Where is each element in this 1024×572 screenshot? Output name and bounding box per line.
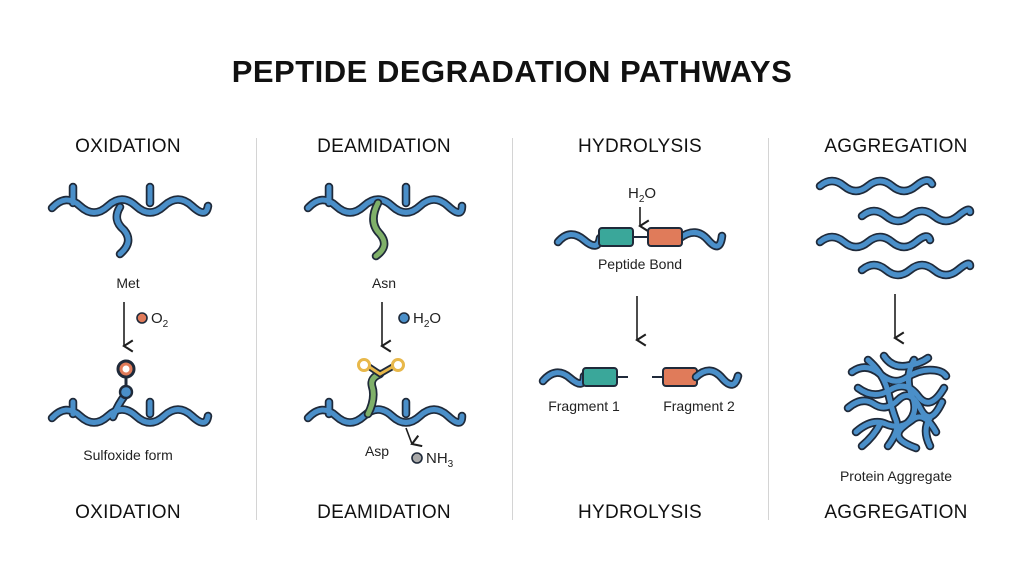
deamidation-top-chain: [303, 182, 467, 261]
free-peptide-chains: [815, 176, 975, 280]
oxidation-top-chain: [47, 182, 213, 259]
fragment-2-label: Fragment 2: [663, 398, 735, 414]
reagent-label: H2O: [413, 310, 441, 330]
column-footer: DEAMIDATION: [317, 502, 451, 523]
oxidation-product-chain: [47, 359, 213, 427]
column-heading: AGGREGATION: [824, 136, 968, 157]
product-label: Protein Aggregate: [840, 468, 952, 484]
column-footer: AGGREGATION: [824, 502, 968, 523]
column-footer: HYDROLYSIS: [577, 502, 703, 523]
byproduct-label: NH3: [426, 450, 454, 470]
column-divider: [512, 138, 513, 520]
byproduct-arrow: [405, 427, 412, 444]
oxygen-molecule-icon: [136, 312, 148, 324]
product-label: Sulfoxide form: [83, 447, 172, 463]
product-label: Asp: [365, 443, 389, 459]
column-deamidation: DEAMIDATION DEAMIDATION: [256, 0, 512, 572]
page-title: PEPTIDE DEGRADATION PATHWAYS: [231, 54, 793, 89]
fragment-2: [652, 366, 743, 389]
column-aggregation: AGGREGATION AGGREGATION: [768, 0, 1024, 572]
ammonia-molecule-icon: [411, 452, 423, 464]
column-oxidation: OXIDATION OXIDATION: [0, 0, 256, 572]
residue-label: Met: [116, 275, 139, 291]
fragment-1-label: Fragment 1: [548, 398, 620, 414]
column-heading: OXIDATION: [75, 136, 181, 157]
reagent-label: O2: [151, 310, 169, 330]
fragment-1: [538, 367, 628, 388]
column-heading: DEAMIDATION: [317, 136, 451, 157]
column-footer: OXIDATION: [75, 502, 181, 523]
column-hydrolysis: HYDROLYSIS HYDROLYSIS: [512, 0, 768, 572]
column-heading: HYDROLYSIS: [577, 136, 703, 157]
peptide-bond-chain: [553, 227, 727, 251]
residue-label: Asn: [372, 275, 396, 291]
protein-aggregate-cluster: [843, 351, 951, 453]
deamidation-product-chain: [303, 358, 467, 427]
column-divider: [256, 138, 257, 520]
column-divider: [768, 138, 769, 520]
bond-label: Peptide Bond: [598, 256, 682, 272]
reagent-label: H2O: [628, 185, 656, 205]
water-molecule-icon: [398, 312, 410, 324]
